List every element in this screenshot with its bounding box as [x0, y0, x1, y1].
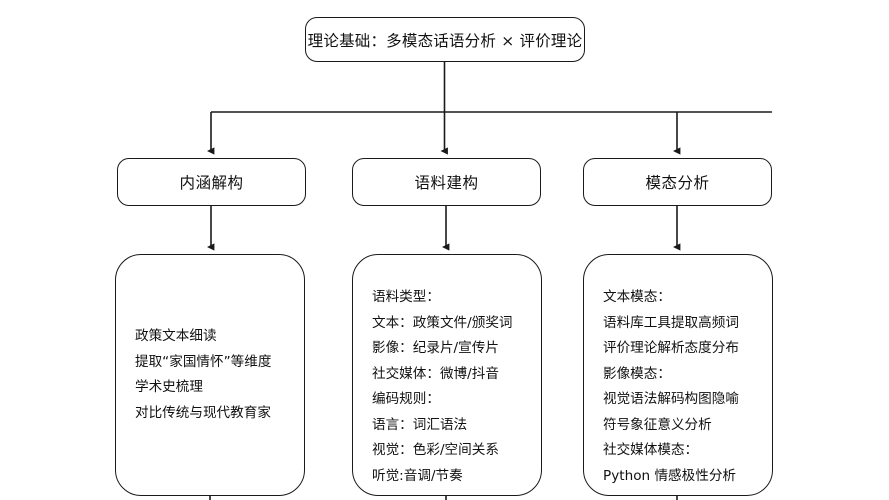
detail-line: 社交媒体：微博/抖音	[372, 365, 499, 382]
detail-line: 编码规则：	[372, 391, 440, 407]
detail-line: 视觉语法解码构图隐喻	[603, 391, 739, 407]
detail-line: 文本模态：	[603, 289, 671, 305]
node-detail-c[interactable]: 文本模态： 语料库工具提取高频词评价理论解析态度分布影像模态： 视觉语法解码构图隐喻…	[583, 254, 773, 496]
detail-line: 提取“家国情怀”等维度	[135, 353, 272, 370]
node-branch-a[interactable]: 内涵解构	[117, 158, 306, 206]
detail-line: 影像：纪录片/宣传片	[372, 340, 499, 356]
node-branch-a-label: 内涵解构	[179, 174, 244, 192]
node-branch-b[interactable]: 语料建构	[352, 158, 541, 206]
detail-line: 政策文本细读	[135, 328, 217, 344]
node-root-theory-basis[interactable]: 理论基础：多模态话语分析 × 评价理论	[305, 17, 585, 62]
node-detail-a[interactable]: 政策文本细读提取“家国情怀”等维度学术史梳理对比传统与现代教育家	[115, 254, 305, 496]
detail-line: 学术史梳理	[135, 379, 203, 395]
node-detail-c-lines: 文本模态： 语料库工具提取高频词评价理论解析态度分布影像模态： 视觉语法解码构图隐喻…	[584, 255, 772, 489]
node-branch-c[interactable]: 模态分析	[583, 158, 772, 206]
detail-line: 听觉:音调/节奏	[372, 467, 463, 484]
detail-line: 文本：政策文件/颁奖词	[372, 314, 513, 331]
node-branch-c-label: 模态分析	[645, 174, 710, 192]
detail-line: 社交媒体模态：	[603, 442, 699, 458]
detail-line: 语言：词汇语法	[372, 416, 468, 433]
node-root-label: 理论基础：多模态话语分析 × 评价理论	[307, 31, 583, 50]
detail-line: 评价理论解析态度分布	[603, 340, 739, 356]
detail-line: 视觉：色彩/空间关系	[372, 442, 499, 458]
detail-line: Python 情感极性分析	[603, 467, 737, 484]
node-branch-b-label: 语料建构	[414, 174, 479, 192]
detail-line: 符号象征意义分析	[603, 416, 712, 433]
node-detail-a-lines: 政策文本细读提取“家国情怀”等维度学术史梳理对比传统与现代教育家	[116, 324, 304, 426]
detail-line: 语料类型：	[372, 289, 440, 305]
detail-line: 对比传统与现代教育家	[135, 404, 271, 421]
detail-line: 影像模态：	[603, 365, 671, 382]
detail-line: 语料库工具提取高频词	[603, 314, 739, 331]
node-detail-b[interactable]: 语料类型： 文本：政策文件/颁奖词影像：纪录片/宣传片社交媒体：微博/抖音编码规则…	[352, 254, 542, 496]
node-detail-b-lines: 语料类型： 文本：政策文件/颁奖词影像：纪录片/宣传片社交媒体：微博/抖音编码规则…	[353, 255, 541, 489]
